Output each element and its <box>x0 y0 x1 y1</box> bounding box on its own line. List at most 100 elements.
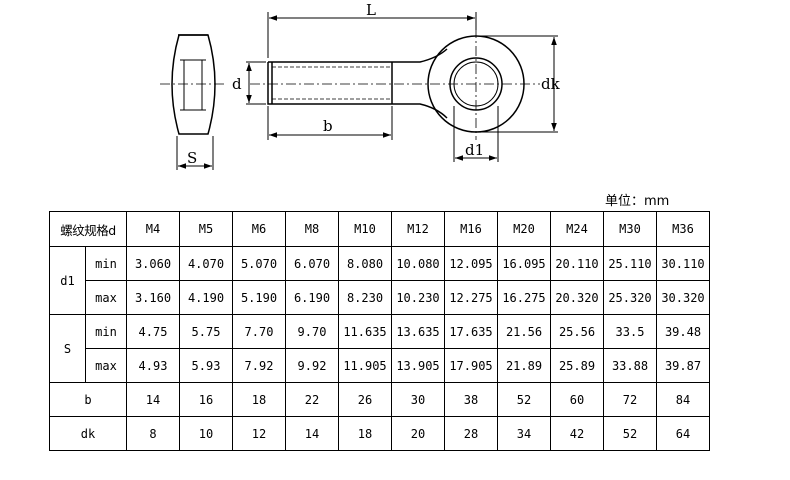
table-cell: 6.070 <box>285 246 339 281</box>
table-cell: 14 <box>126 382 180 417</box>
header-size: M24 <box>550 211 604 247</box>
table-cell: 4.75 <box>126 314 180 349</box>
table-cell: 84 <box>656 382 710 417</box>
table-cell: 4.93 <box>126 348 180 383</box>
d-dimension-label: d <box>232 75 242 93</box>
table-cell: 3.160 <box>126 280 180 315</box>
table-cell: 9.70 <box>285 314 339 349</box>
table-cell: 25.110 <box>603 246 657 281</box>
row-group-d1: d1 <box>49 246 86 315</box>
table-cell: 13.905 <box>391 348 445 383</box>
d1-dimension-label: d1 <box>465 141 484 159</box>
row-sublabel: max <box>85 280 127 315</box>
thread-root-lines <box>272 66 392 100</box>
l-dimension <box>267 12 477 58</box>
table-cell: 12 <box>232 416 286 451</box>
table-cell: 30 <box>391 382 445 417</box>
header-size: M8 <box>285 211 339 247</box>
header-size: M36 <box>656 211 710 247</box>
axis-centerlines <box>250 28 540 140</box>
header-size: M5 <box>179 211 233 247</box>
table-cell: 5.75 <box>179 314 233 349</box>
header-size: M16 <box>444 211 498 247</box>
header-size: M4 <box>126 211 180 247</box>
table-cell: 25.89 <box>550 348 604 383</box>
table-row-s-min: S min 4.75 5.75 7.70 9.70 11.635 13.635 … <box>49 314 710 383</box>
table-cell: 8 <box>126 416 180 451</box>
table-cell: 5.93 <box>179 348 233 383</box>
table-cell: 14 <box>285 416 339 451</box>
table-row-b: b 14 16 18 22 26 30 38 52 60 72 84 <box>49 382 710 417</box>
header-size: M12 <box>391 211 445 247</box>
header-size: M20 <box>497 211 551 247</box>
table-cell: 12.095 <box>444 246 498 281</box>
table-cell: 33.5 <box>603 314 657 349</box>
table-cell: 25.320 <box>603 280 657 315</box>
s-dimension-label: S <box>187 149 197 167</box>
header-size: M10 <box>338 211 392 247</box>
table-cell: 16 <box>179 382 233 417</box>
table-row-d1-max: max 3.160 4.190 5.190 6.190 8.230 10.230… <box>50 280 710 315</box>
table-cell: 7.70 <box>232 314 286 349</box>
table-cell: 4.190 <box>179 280 233 315</box>
table-row-d1-min: d1 min 3.060 4.070 5.070 6.070 8.080 10.… <box>49 246 710 315</box>
header-thread-spec: 螺纹规格d <box>49 211 127 247</box>
table-cell: 28 <box>444 416 498 451</box>
table-cell: 30.320 <box>656 280 710 315</box>
table-cell: 20.320 <box>550 280 604 315</box>
row-group-s: S <box>49 314 86 383</box>
table-cell: 16.095 <box>497 246 551 281</box>
table-cell: 64 <box>656 416 710 451</box>
row-sublabel: min <box>85 246 127 281</box>
table-cell: 6.190 <box>285 280 339 315</box>
table-cell: 5.190 <box>232 280 286 315</box>
table-cell: 16.275 <box>497 280 551 315</box>
table-cell: 11.905 <box>338 348 392 383</box>
table-cell: 42 <box>550 416 604 451</box>
table-cell: 38 <box>444 382 498 417</box>
eye-bolt-technical-drawing: S L d b <box>160 1 561 170</box>
table-cell: 33.88 <box>603 348 657 383</box>
table-cell: 52 <box>603 416 657 451</box>
table-cell: 60 <box>550 382 604 417</box>
unit-label: 单位：mm <box>605 194 670 209</box>
table-row-s-max: max 4.93 5.93 7.92 9.92 11.905 13.905 17… <box>50 348 710 383</box>
table-cell: 39.87 <box>656 348 710 383</box>
b-dimension-label: b <box>323 117 333 135</box>
table-cell: 9.92 <box>285 348 339 383</box>
table-cell: 26 <box>338 382 392 417</box>
table-cell: 25.56 <box>550 314 604 349</box>
table-cell: 22 <box>285 382 339 417</box>
d1-dimension <box>453 106 499 162</box>
table-cell: 18 <box>232 382 286 417</box>
s-dimension <box>176 136 214 170</box>
table-cell: 4.070 <box>179 246 233 281</box>
table-cell: 20.110 <box>550 246 604 281</box>
b-dimension <box>267 106 393 140</box>
table-cell: 12.275 <box>444 280 498 315</box>
d-dimension <box>246 61 266 105</box>
table-cell: 34 <box>497 416 551 451</box>
table-cell: 21.89 <box>497 348 551 383</box>
table-header-row: 螺纹规格d M4 M5 M6 M8 M10 M12 M16 M20 M24 M3… <box>49 211 710 247</box>
table-cell: 52 <box>497 382 551 417</box>
table-cell: 21.56 <box>497 314 551 349</box>
hex-side-view <box>171 34 216 135</box>
table-cell: 8.230 <box>338 280 392 315</box>
table-cell: 20 <box>391 416 445 451</box>
dk-dimension <box>476 35 558 133</box>
dk-dimension-label: dk <box>541 75 561 93</box>
l-dimension-label: L <box>366 1 376 19</box>
table-cell: 3.060 <box>126 246 180 281</box>
row-sublabel: min <box>85 314 127 349</box>
table-cell: 17.905 <box>444 348 498 383</box>
table-cell: 30.110 <box>656 246 710 281</box>
row-sublabel: max <box>85 348 127 383</box>
table-cell: 10.080 <box>391 246 445 281</box>
row-label-dk: dk <box>49 416 127 451</box>
table-cell: 5.070 <box>232 246 286 281</box>
table-cell: 10.230 <box>391 280 445 315</box>
row-label-b: b <box>49 382 127 417</box>
table-cell: 8.080 <box>338 246 392 281</box>
table-cell: 72 <box>603 382 657 417</box>
